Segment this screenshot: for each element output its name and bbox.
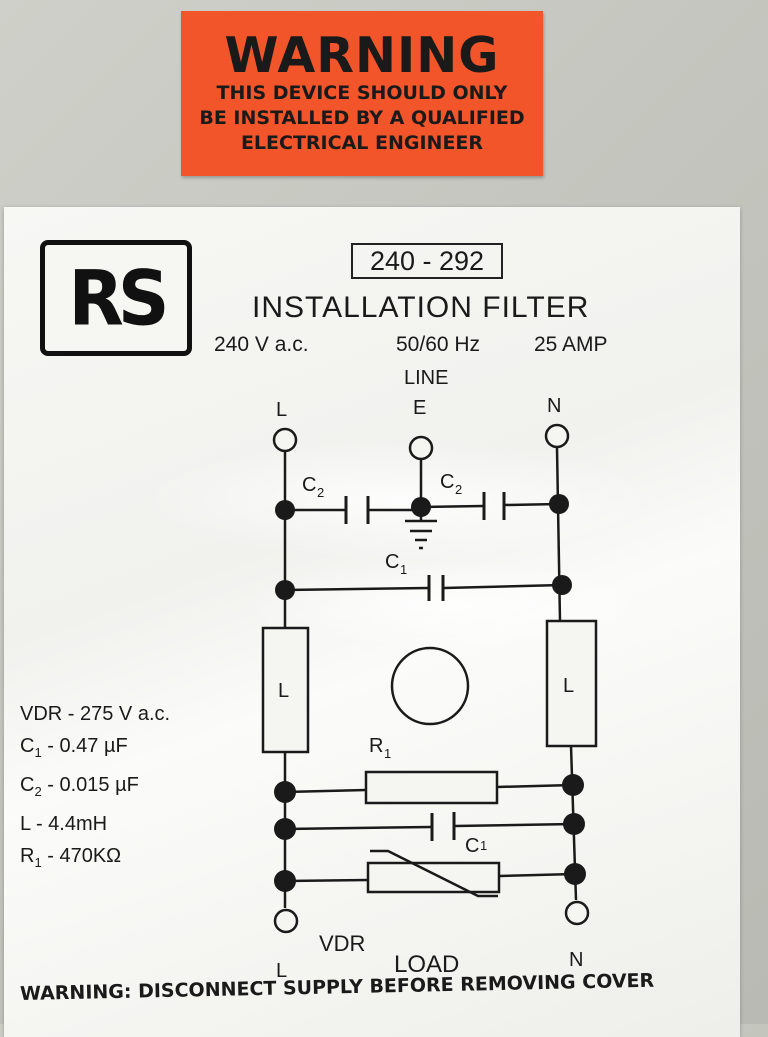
- component-value-r1: R1 - 470KΩ: [20, 845, 122, 870]
- warning-line-1: THIS DEVICE SHOULD ONLY: [216, 82, 508, 104]
- inductor-left-label: L: [278, 680, 289, 702]
- terminal-label-line-e: E: [413, 397, 426, 419]
- junction-dot: [563, 813, 585, 835]
- spec-frequency: 50/60 Hz: [396, 333, 481, 356]
- spec-voltage: 240 V a.c.: [214, 333, 309, 356]
- component-values-list: VDR - 275 V a.c. C1 - 0.47 µF C2 - 0.015…: [20, 698, 170, 879]
- c2-right-label-sub: 2: [455, 482, 462, 497]
- c1-bottom-wire: [454, 822, 575, 828]
- rs-logo-text: RS: [68, 253, 169, 343]
- spec-current: 25 AMP: [534, 333, 608, 356]
- junction-dot: [275, 580, 295, 600]
- component-value-vdr: VDR - 275 V a.c.: [20, 703, 171, 725]
- mounting-hole: [390, 646, 470, 726]
- terminal-line-l: [272, 427, 298, 453]
- terminal-label-line-n: N: [547, 395, 561, 417]
- junction-dot: [562, 774, 584, 796]
- c1-top-wire: [443, 583, 563, 590]
- junction-dot: [275, 500, 295, 520]
- r1-wire: [284, 788, 367, 794]
- junction-dot: [552, 575, 572, 595]
- c1-top-wire: [284, 586, 429, 592]
- inductor-right-label: L: [563, 675, 574, 697]
- terminal-line-e: [408, 435, 434, 461]
- c1-top-label: C: [385, 551, 399, 573]
- load-label: LOAD: [394, 951, 459, 978]
- vdr-wire: [498, 872, 576, 878]
- junction-dot: [274, 870, 296, 892]
- terminal-load-l: [273, 908, 299, 934]
- r1-label: R: [369, 735, 383, 757]
- line-label: LINE: [404, 367, 448, 389]
- warning-line-3: ELECTRICAL ENGINEER: [240, 132, 484, 154]
- part-number-box: 240 - 292: [351, 243, 503, 279]
- c1-top-label-sub: 1: [400, 562, 407, 577]
- c2-right-label: C: [440, 471, 454, 493]
- junction-dot: [274, 818, 296, 840]
- inductor-right: [545, 619, 598, 748]
- terminal-label-load-l: L: [276, 960, 287, 982]
- c1-bottom-label: C: [465, 835, 479, 857]
- c1-bottom-label-sub: 1: [480, 838, 487, 853]
- r1-wire: [496, 783, 574, 789]
- c2-left-label: C: [302, 474, 316, 496]
- component-value-c1: C1 - 0.47 µF: [20, 735, 128, 760]
- warning-line-2: BE INSTALLED BY A QUALIFIED: [199, 107, 525, 129]
- inductor-left: [261, 626, 310, 754]
- vdr-wire: [284, 878, 369, 883]
- junction-dot: [274, 781, 296, 803]
- junction-dot: [549, 494, 569, 514]
- junction-dot: [411, 497, 431, 517]
- terminal-label-load-n: N: [569, 949, 583, 971]
- warning-sticker: WARNING THIS DEVICE SHOULD ONLY BE INSTA…: [181, 11, 543, 176]
- resistor-r1: [364, 770, 499, 805]
- c2-left-label-sub: 2: [317, 485, 324, 500]
- right-rail-wire: [555, 447, 562, 622]
- vdr-varistor: [366, 861, 501, 894]
- c1-bottom-wire: [284, 825, 432, 831]
- ground-symbol: [405, 519, 437, 550]
- component-value-c2: C2 - 0.015 µF: [20, 774, 139, 799]
- r1-label-sub: 1: [384, 746, 391, 761]
- vdr-label: VDR: [319, 931, 365, 956]
- warning-title: WARNING: [224, 27, 500, 84]
- c2-right-wire: [420, 504, 484, 509]
- vdr-slash: [370, 849, 498, 898]
- terminal-load-n: [564, 900, 590, 926]
- component-value-l: L - 4.4mH: [20, 813, 108, 835]
- terminal-label-line-l: L: [276, 399, 287, 421]
- product-title: INSTALLATION FILTER: [252, 291, 590, 324]
- terminal-line-n: [544, 423, 570, 449]
- junction-dot: [564, 863, 586, 885]
- rs-logo: RS: [40, 240, 192, 356]
